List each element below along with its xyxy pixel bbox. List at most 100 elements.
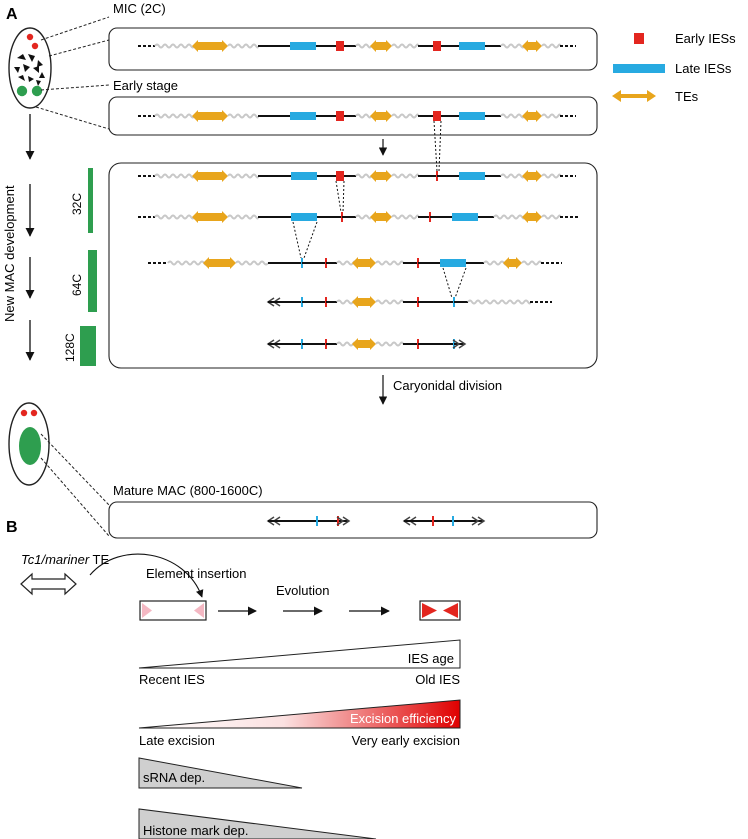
te-flank-wavy — [355, 43, 372, 49]
te-double-arrow — [203, 257, 236, 269]
excision-link — [442, 267, 453, 299]
mic-label: MIC (2C) — [113, 1, 166, 16]
caryonidal-division-label: Caryonidal division — [393, 378, 502, 393]
early-genome-box — [108, 96, 598, 136]
te-flank-wavy — [483, 260, 507, 266]
telomere-chevron — [471, 516, 480, 526]
late-ies-bar — [452, 213, 478, 221]
te-flank-wavy — [521, 260, 542, 266]
te-double-arrow — [352, 296, 376, 308]
te-flank-wavy — [227, 43, 259, 49]
te-flank-wavy — [467, 299, 531, 305]
te-flank-wavy — [391, 173, 419, 179]
evolution-label: Evolution — [276, 583, 329, 598]
te-flank-wavy — [336, 341, 356, 347]
telomere-chevron — [477, 516, 486, 526]
te-double-arrow — [522, 170, 542, 182]
mature-mac-label: Mature MAC (800-1600C) — [113, 483, 263, 498]
te-flank-wavy — [541, 113, 561, 119]
histone-dependence-label: Histone mark dep. — [143, 823, 249, 838]
early-stage-label: Early stage — [113, 78, 178, 93]
te-flank-wavy — [227, 113, 259, 119]
cell-mature — [8, 402, 50, 486]
late-ies-bar — [459, 42, 485, 50]
development-box — [108, 162, 598, 369]
excision-link — [438, 120, 442, 172]
te-flank-wavy — [227, 214, 259, 220]
panel-b-label: B — [6, 519, 18, 536]
te-flank-wavy — [355, 173, 372, 179]
recent-ies-label: Recent IES — [139, 672, 205, 687]
late-ies-bar — [291, 172, 317, 180]
te-flank-wavy — [154, 43, 195, 49]
legend-te-label: TEs — [675, 89, 699, 104]
te-flank-wavy — [541, 173, 561, 179]
insertion-curve-arrow — [89, 553, 204, 598]
very-early-excision-label: Very early excision — [352, 733, 460, 748]
mature-genome-box — [108, 501, 598, 539]
late-ies-bar — [290, 42, 316, 50]
excision-link — [454, 267, 467, 299]
development-label: New MAC development — [2, 185, 17, 322]
srna-dependence-wedge — [138, 757, 303, 789]
panel-a-label: A — [6, 6, 18, 23]
te-double-arrow — [522, 110, 542, 122]
late-ies-bar — [440, 259, 466, 267]
te-flank-wavy — [154, 214, 195, 220]
telomere-chevron — [452, 339, 461, 349]
excision-efficiency-label: Excision efficiency — [350, 711, 456, 726]
te-double-arrow — [370, 110, 392, 122]
te-flank-wavy — [493, 214, 525, 220]
early-ies-square — [336, 171, 344, 181]
young-ies — [139, 600, 207, 621]
legend-te-arrow-icon — [612, 90, 656, 102]
te-double-arrow — [192, 40, 228, 52]
ies-age-wedge — [138, 639, 461, 669]
te-flank-wavy — [154, 113, 195, 119]
te-double-arrow — [503, 257, 522, 269]
telomere-chevron — [336, 516, 345, 526]
legend-late-ies-swatch — [613, 64, 665, 73]
te-flank-wavy — [336, 260, 356, 266]
mic-genome-box — [108, 27, 598, 71]
ies-age-label: IES age — [408, 651, 454, 666]
element-insertion-label: Element insertion — [146, 566, 246, 581]
te-flank-wavy — [375, 260, 404, 266]
te-double-arrow — [352, 338, 376, 350]
te-flank-wavy — [541, 43, 561, 49]
te-flank-wavy — [541, 214, 561, 220]
legend-early-ies-label: Early IESs — [675, 31, 736, 46]
te-flank-wavy — [336, 299, 356, 305]
histone-dependence-wedge — [138, 808, 377, 839]
excision-link — [303, 221, 318, 259]
old-ies — [419, 600, 461, 621]
te-flank-wavy — [500, 173, 525, 179]
excision-efficiency-wedge — [138, 699, 461, 729]
legend: Early IESs Late IESs TEs — [612, 31, 736, 104]
early-ies-square — [433, 41, 441, 51]
early-ies-square — [336, 41, 344, 51]
te-flank-wavy — [391, 113, 419, 119]
te-flank-wavy — [227, 173, 259, 179]
te-flank-wavy — [375, 341, 404, 347]
late-ies-bar — [291, 213, 317, 221]
te-flank-wavy — [500, 113, 525, 119]
te-double-arrow — [370, 170, 392, 182]
excision-link — [342, 180, 345, 213]
te-flank-wavy — [355, 214, 372, 220]
development-axis: New MAC development — [2, 114, 35, 361]
ploidy-label-64c: 64C — [70, 274, 84, 296]
telomere-chevron — [342, 516, 351, 526]
late-ies-bar — [459, 112, 485, 120]
cell-top — [8, 27, 52, 109]
genome-tracks — [138, 40, 578, 526]
te-double-arrow — [370, 40, 392, 52]
te-double-arrow — [522, 40, 542, 52]
legend-early-ies-swatch — [634, 33, 644, 44]
excision-link — [335, 180, 342, 213]
te-flank-wavy — [391, 43, 419, 49]
te-double-arrow — [370, 211, 392, 223]
te-double-arrow-icon — [20, 572, 77, 596]
te-flank-wavy — [167, 260, 207, 266]
te-double-arrow — [192, 110, 228, 122]
